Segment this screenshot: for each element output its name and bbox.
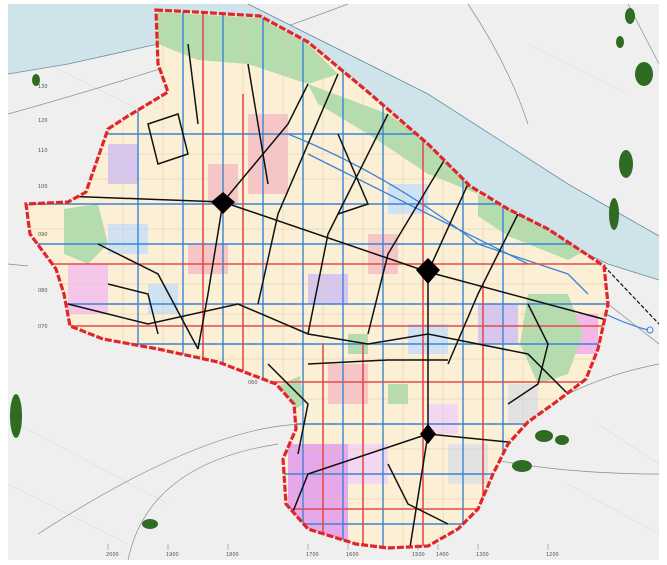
tick-label: 070 — [38, 324, 48, 330]
tick-label: 1400 — [436, 552, 449, 558]
tick-label: 1900 — [166, 552, 179, 558]
bottom-tick-labels: 2000 1900 1800 1700 1600 1500 1400 1300 … — [106, 552, 559, 558]
tick-label: 2000 — [106, 552, 119, 558]
interchange-icon[interactable] — [211, 192, 235, 214]
tick-label: 1500 — [412, 552, 425, 558]
bottom-tick-marks — [107, 544, 549, 550]
left-tick-labels: 130 120 110 100 090 080 070 060 — [38, 84, 258, 386]
tick-label: 130 — [38, 84, 48, 90]
map-canvas[interactable]: 2000 1900 1800 1700 1600 1500 1400 1300 … — [8, 4, 659, 560]
tick-label: 1200 — [546, 552, 559, 558]
interchange-icon[interactable] — [420, 424, 436, 444]
terrain-hatching — [8, 43, 659, 545]
interchanges — [211, 192, 440, 444]
railway-line — [603, 265, 659, 325]
forest-icon — [10, 8, 653, 529]
tick-label: 090 — [38, 232, 48, 238]
regional-roads — [8, 4, 659, 560]
tick-label: 1300 — [476, 552, 489, 558]
tick-label: 100 — [38, 184, 48, 190]
tick-label: 110 — [38, 148, 48, 154]
tick-label: 1600 — [346, 552, 359, 558]
planning-boundary — [24, 8, 610, 550]
tick-label: 060 — [248, 380, 258, 386]
river — [8, 4, 659, 280]
interchange-icon[interactable] — [416, 258, 440, 284]
tick-label: 080 — [38, 288, 48, 294]
river-gauge-icon — [646, 326, 654, 334]
canals — [287, 133, 589, 295]
tick-label: 1700 — [306, 552, 319, 558]
land-use-parcels — [68, 114, 598, 544]
tick-label: 120 — [38, 118, 48, 124]
tick-label: 1800 — [226, 552, 239, 558]
